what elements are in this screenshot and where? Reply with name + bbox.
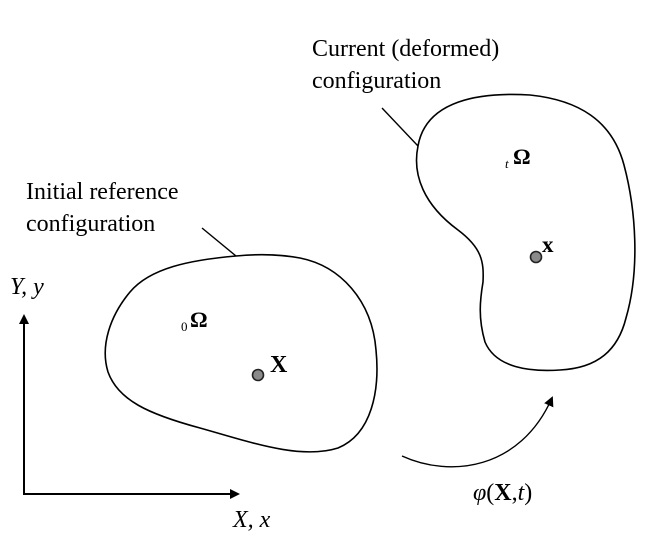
initial-config-caption-line1: Initial reference: [26, 179, 179, 205]
mapping-label: φ(X,t): [473, 480, 532, 506]
mapping-open-paren: (: [486, 480, 494, 506]
mapping-t: t: [518, 480, 526, 506]
mapping-comma: ,: [512, 480, 518, 506]
current-config-leader-line: [381, 107, 419, 147]
current-config-caption-line2: configuration: [312, 68, 441, 94]
initial-config-leader-line: [201, 227, 237, 257]
initial-domain-subscript: 0: [181, 319, 188, 334]
mapping-close-paren: ): [524, 480, 532, 506]
initial-config-caption-line2: configuration: [26, 211, 155, 237]
current-position-point: [529, 250, 543, 264]
mapping-X: X: [494, 480, 512, 506]
current-config-caption-line1: Current (deformed): [312, 36, 499, 62]
y-axis-label: Y, y: [10, 274, 44, 300]
current-domain-subscript: t: [505, 156, 509, 171]
x-axis-label: X, x: [232, 507, 271, 533]
mapping-phi: φ: [473, 480, 486, 506]
current-domain-omega: Ω: [513, 144, 531, 169]
initial-domain-omega: Ω: [190, 307, 208, 332]
current-position-label: x: [542, 232, 554, 257]
reference-position-point: [251, 368, 265, 382]
deformed-body-outline: [415, 93, 636, 372]
reference-position-label: X: [270, 352, 288, 378]
reference-body-outline: [104, 253, 378, 453]
mapping-arrow: [401, 396, 554, 468]
